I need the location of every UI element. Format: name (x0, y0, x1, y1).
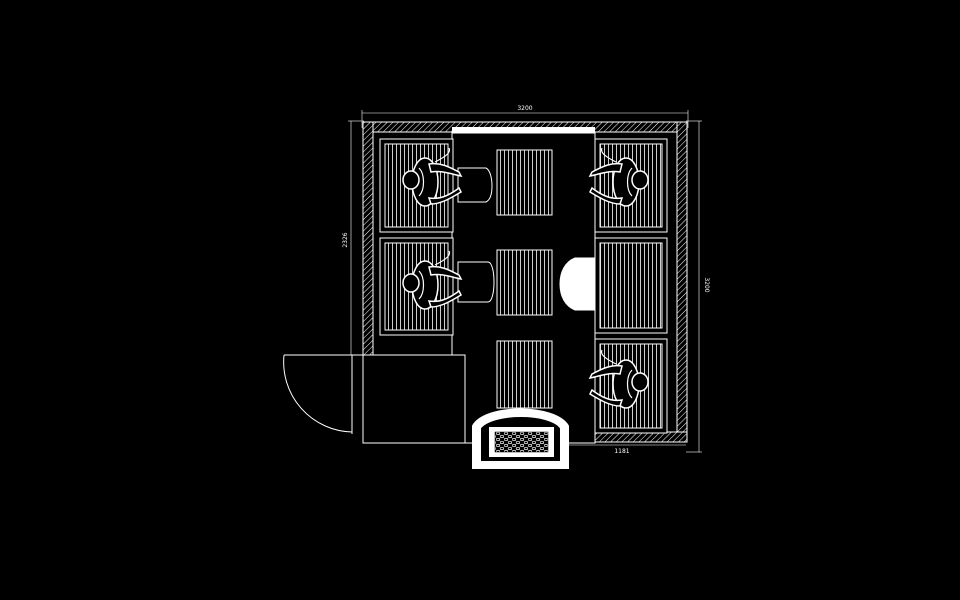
dimension-top-width: 3200 (517, 105, 532, 112)
bench-right-bottom (594, 338, 668, 434)
dimension-left-height: 2326 (342, 232, 349, 247)
table-bottom (496, 340, 553, 409)
stove-icon (472, 408, 569, 469)
table-top (496, 149, 553, 216)
side-pads (457, 167, 596, 311)
table-middle (496, 249, 553, 316)
top-opening (452, 127, 595, 133)
door-swing-icon (283, 354, 363, 434)
bench-right-top (594, 138, 668, 233)
dimension-right-height: 3200 (703, 277, 710, 292)
bench-right-middle (594, 237, 668, 334)
entrance-vestibule (362, 354, 466, 444)
dimension-bottom-segment: 1181 (614, 448, 629, 455)
